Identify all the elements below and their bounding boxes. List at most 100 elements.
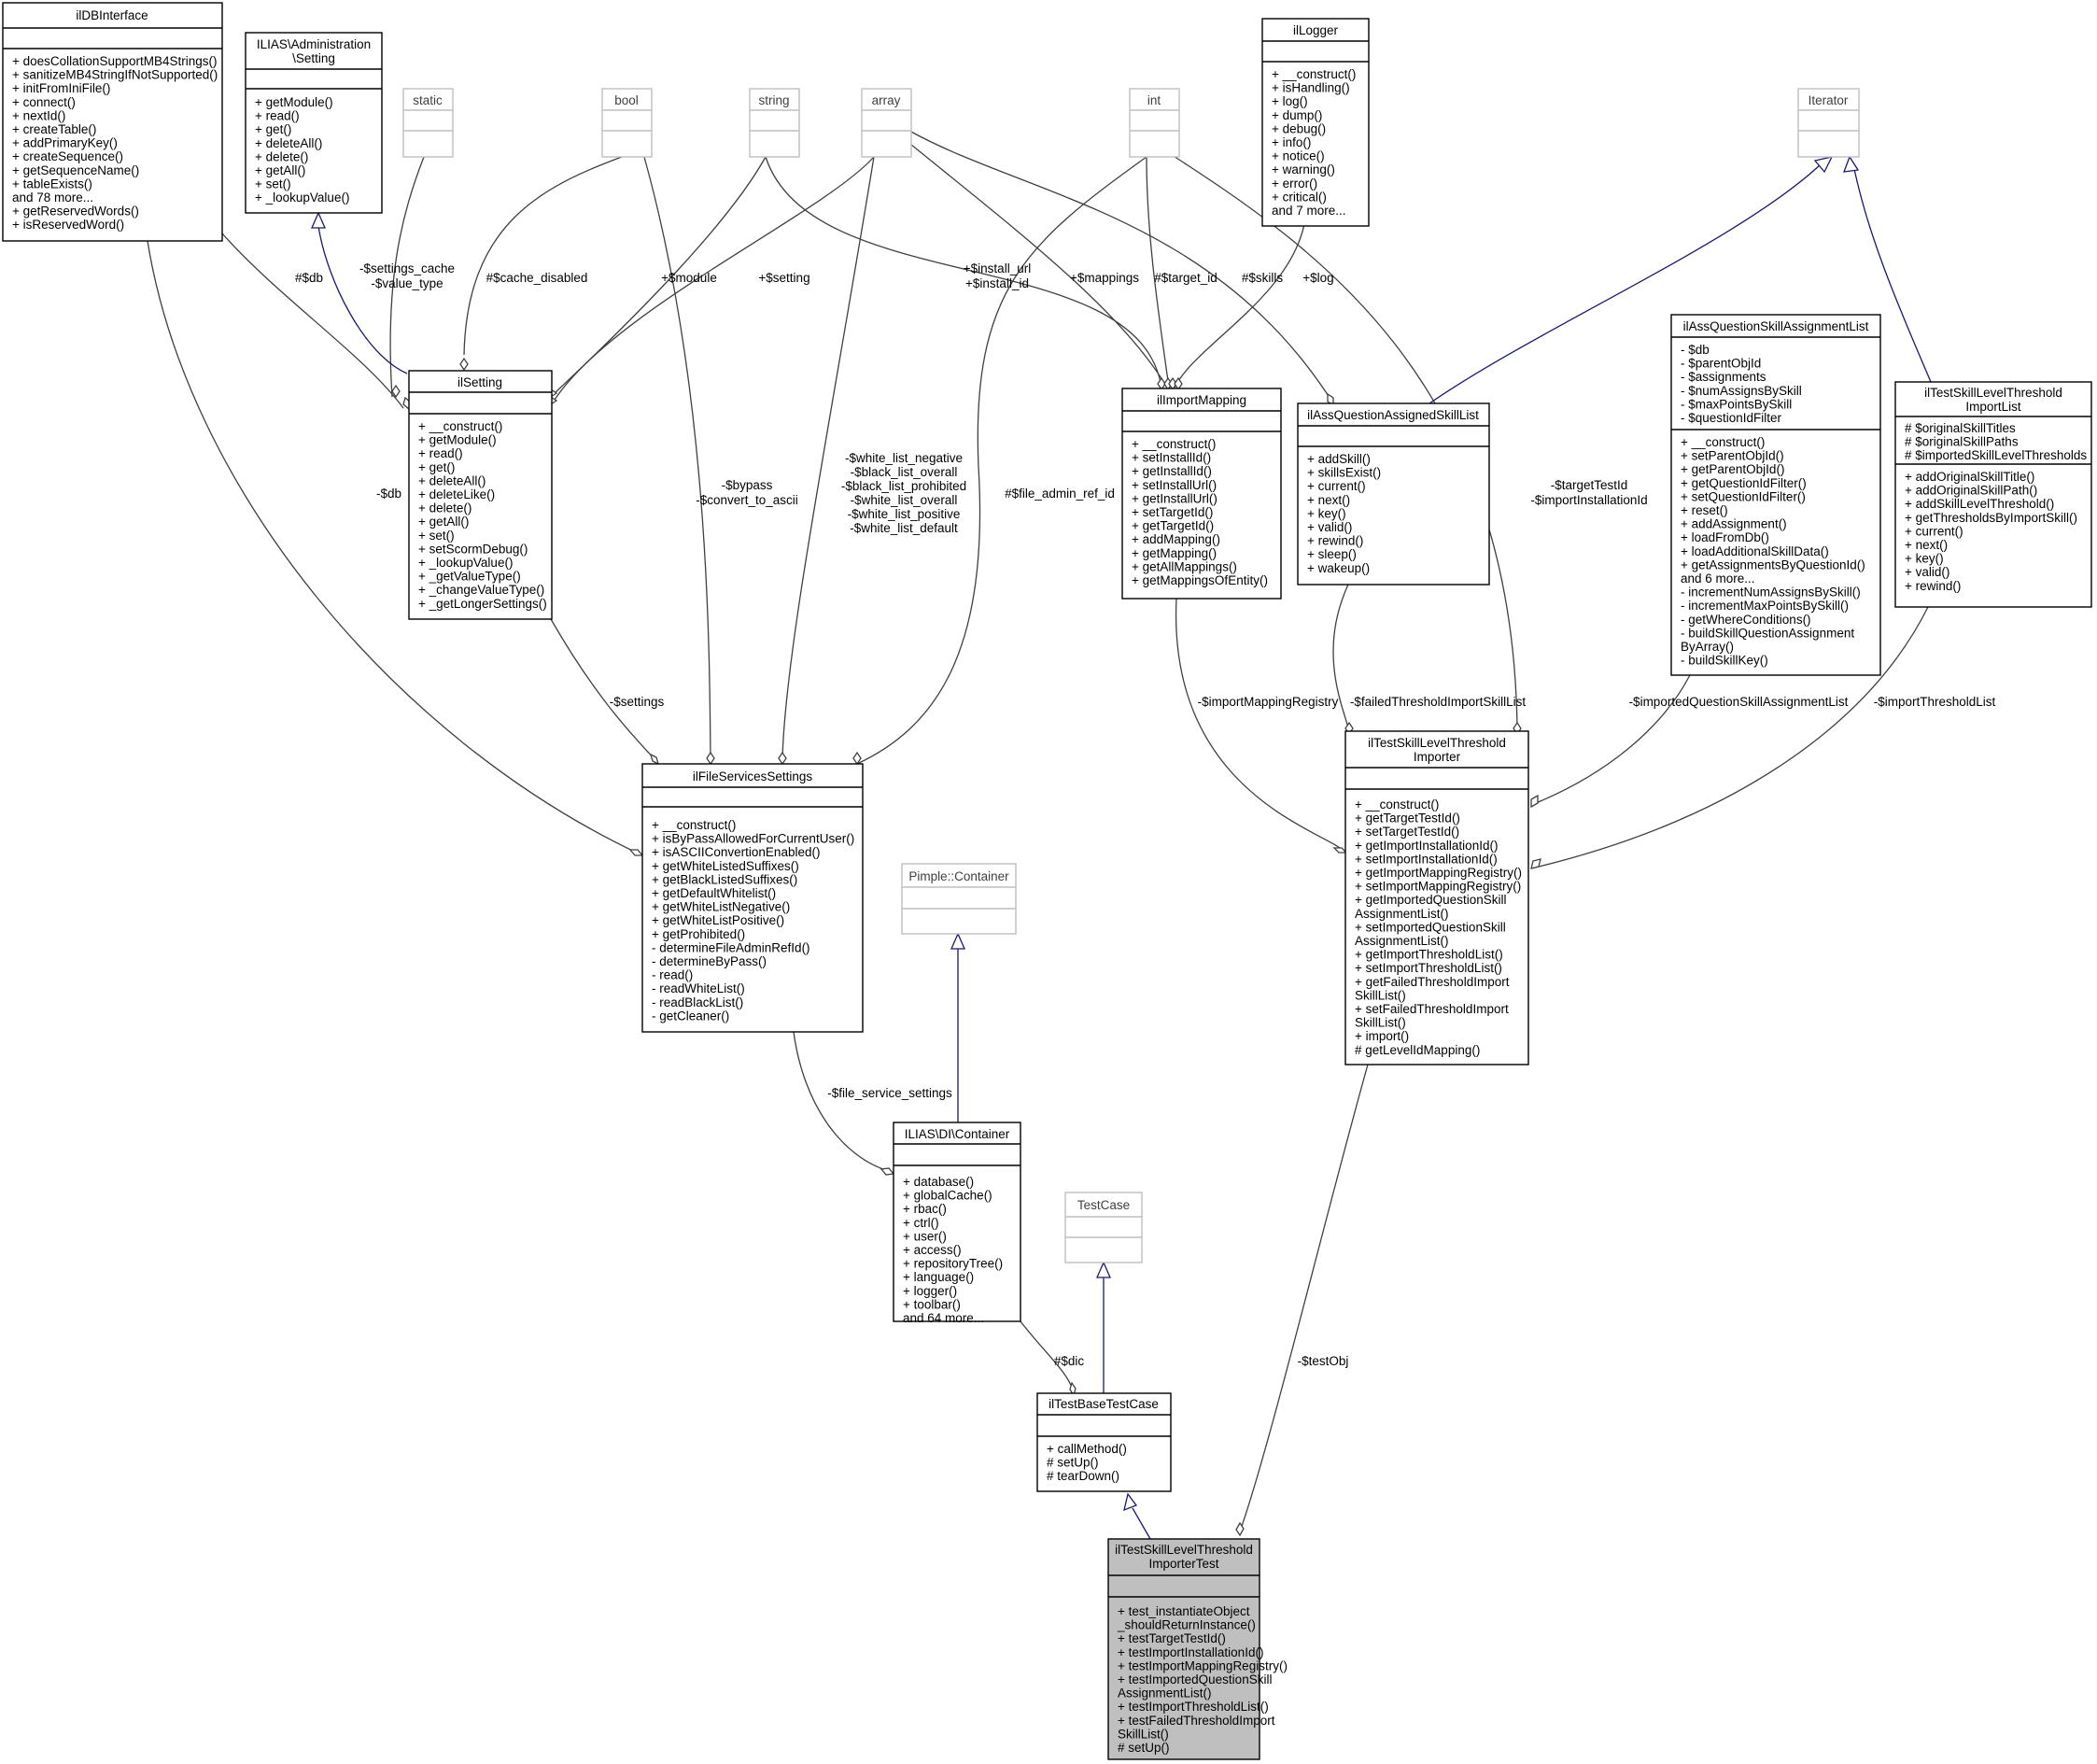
edge-label-db-setting: #$db [295,271,323,285]
edge-label-import-threshold: -$importThresholdList [1874,695,1996,709]
class-ildbinterface[interactable]: ilDBInterface + doesCollationSupportMB4S… [2,2,223,242]
edge-array-to-fileservices [781,156,875,762]
arrowhead-iterator-a [1813,156,1834,174]
class-ilassquestionskillassignmentlist[interactable]: ilAssQuestionSkillAssignmentList - $db- … [1670,314,1881,676]
class-iterator[interactable]: Iterator [1797,88,1860,158]
class-ilimportmapping[interactable]: ilImportMapping + __construct()+ setInst… [1121,388,1282,600]
edge-assignedskilllist-inherits-iterator [1428,163,1822,404]
edge-array-to-ilsetting [554,156,875,401]
class-int[interactable]: int [1129,88,1180,158]
class-pimple-container[interactable]: Pimple::Container [901,863,1017,935]
class-illogger-title: ilLogger [1293,23,1339,37]
class-ilfileservicessettings-operations: + __construct()+ isByPassAllowedForCurre… [652,818,854,1023]
edge-label-target-id: #$target_id [1154,271,1217,285]
edge-label-setting: +$setting [758,271,809,285]
class-ilfileservicessettings[interactable]: ilFileServicesSettings + __construct()+ … [641,763,864,1033]
class-array-title: array [872,93,901,107]
diamond-fss-settings [649,753,660,766]
diamond-ilsetting-bool [459,357,469,372]
edge-label-failed-threshold: -$failedThresholdImportSkillList [1350,695,1527,709]
edge-fileservices-to-dicontainer [793,1031,893,1173]
class-ilassquestionassignedskilllist-operations: + addSkill()+ skillsExist()+ current()+ … [1307,452,1381,575]
class-iltestskilllevelthresholdimportlist-operations: + addOriginalSkillTitle()+ addOriginalSk… [1905,470,2077,593]
edge-array-to-assignedskilllist [908,130,1334,404]
edge-label-settings-cache: -$settings_cache-$value_type [359,261,455,290]
arrowhead-testcase [1096,1261,1111,1278]
edge-assignedskilllist-to-importer [1332,584,1350,732]
class-static[interactable]: static [402,88,454,158]
class-ilimportmapping-operations: + __construct()+ setInstallId()+ getInst… [1132,437,1268,587]
diamond-fss-db [628,849,644,856]
edge-importmapping-to-importer [1175,598,1345,853]
diamond-basetest-dic [1069,1381,1077,1397]
class-ilsetting-operations: + __construct()+ getModule()+ read()+ ge… [418,419,547,611]
edge-label-skills: #$skills [1242,271,1284,285]
edge-string-to-ilimportmapping [765,156,1162,388]
edge-label-imported-assignment: -$importedQuestionSkillAssignmentList [1629,695,1849,709]
edge-label-log: +$log [1302,271,1333,285]
diamond-dic-fss [880,1167,895,1176]
class-array[interactable]: array [861,88,912,158]
class-admin-setting-title: ILIAS\Administration\Setting [257,37,371,65]
class-int-title: int [1147,93,1161,107]
edge-importertest-inherits-basetestcase [1132,1507,1151,1540]
class-static-title: static [413,93,443,107]
class-ilfileservicessettings-title: ilFileServicesSettings [693,769,813,783]
edge-label-import-mapping-registry: -$importMappingRegistry [1198,695,1339,709]
arrowhead-adminsetting [311,211,326,229]
class-ildbinterface-title: ilDBInterface [76,8,148,22]
class-iltestskilllevelthresholdimportlist-attributes: # $originalSkillTitles# $originalSkillPa… [1905,421,2087,462]
edge-label-cache-disabled: #$cache_disabled [486,271,588,285]
class-iterator-title: Iterator [1808,93,1849,107]
edge-static-to-ilsetting [389,156,425,398]
edge-label-db-fss: -$db [376,487,401,501]
class-di-container[interactable]: ILIAS\DI\Container + database()+ globalC… [893,1122,1021,1325]
class-ilassquestionassignedskilllist[interactable]: ilAssQuestionAssignedSkillList + addSkil… [1297,402,1490,586]
edge-label-bypass: -$bypass-$convert_to_ascii [696,478,798,507]
class-string-title: string [758,93,789,107]
edge-label-install: +$install_url+$install_id [964,261,1031,290]
edge-importlist-inherits-iterator [1852,163,1932,383]
class-illogger[interactable]: ilLogger + __construct()+ isHandling()+ … [1261,18,1370,227]
edge-label-file-service-settings: -$file_service_settings [827,1086,952,1100]
class-ildbinterface-operations: + doesCollationSupportMB4Strings()+ sani… [12,54,218,232]
edge-importlist-to-importer [1530,606,1929,869]
diamond-fss-array [778,751,787,766]
edge-ilsetting-to-fileservices [550,618,657,762]
edge-label-file-admin: #$file_admin_ref_id [1005,487,1115,501]
class-iltestskilllevelthresholdimporter-operations: + __construct()+ getTargetTestId()+ setT… [1355,797,1522,1057]
class-ilassquestionskillassignmentlist-operations: + __construct()+ setParentObjId()+ getPa… [1681,435,1865,668]
class-pimple-title: Pimple::Container [908,869,1009,883]
diamond-importmapping-a [1157,376,1166,391]
class-ilassquestionskillassignmentlist-attributes: - $db- $parentObjId- $assignments- $numA… [1681,343,1802,425]
class-iltestbasetestcase[interactable]: ilTestBaseTestCase + callMethod()# setUp… [1036,1392,1172,1492]
class-ilsetting[interactable]: ilSetting + __construct()+ getModule()+ … [408,370,553,620]
arrowhead-pimple [950,932,965,950]
diamond-importer-assignment [1530,794,1539,809]
class-di-container-operations: + database()+ globalCache()+ rbac()+ ctr… [903,1175,1003,1325]
diamond-importmapping-d [1174,376,1183,391]
edge-label-dic: #$dic [1054,1354,1085,1368]
diamond-fss-int [852,751,862,766]
edge-label-target-test: -$targetTestId-$importInstallationId [1530,478,1647,507]
edge-int-to-importer [1162,148,1518,729]
class-ilassquestionassignedskilllist-title: ilAssQuestionAssignedSkillList [1307,408,1479,422]
edge-int-to-ilimportmapping [1146,156,1170,388]
class-admin-setting[interactable]: ILIAS\Administration\Setting + getModule… [245,32,383,214]
class-iltestskilllevelthresholdimportertest-operations: + test_instantiateObject_shouldReturnIns… [1117,1604,1288,1755]
diamond-fss-bool [706,751,715,766]
class-bool[interactable]: bool [601,88,653,158]
class-bool-title: bool [614,93,639,107]
diamond-ilsetting-static [391,384,401,399]
edge-ilsetting-inherits-adminsetting [317,225,408,374]
class-string[interactable]: string [749,88,800,158]
class-testcase[interactable]: TestCase [1064,1192,1143,1263]
edge-bool-to-ilsetting [463,156,623,356]
class-iltestbasetestcase-title: ilTestBaseTestCase [1048,1397,1159,1411]
